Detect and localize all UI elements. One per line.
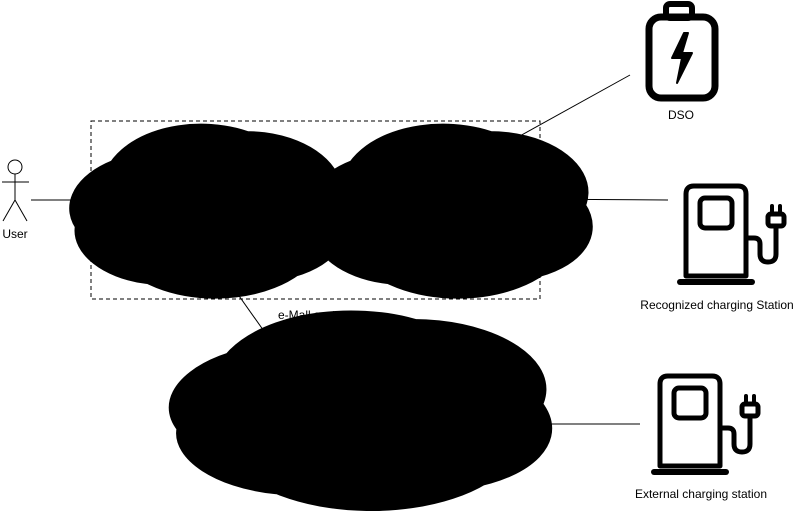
cpms-cloud: e-Mall CPMS [376,165,524,258]
external-cpms-label-line1: external CPMS [305,385,386,399]
emsp-cloud: e-Mall eMSP [136,165,280,258]
ev-charging-station-icon [680,186,784,282]
system-boundary-label: e-Mall system [278,308,352,322]
external-cpms-cloud: external CPMS providers [261,357,460,464]
battery-charging-icon [645,1,719,102]
cpms-label: e-Mall CPMS [405,192,476,206]
external-cpms-label-line2: providers [320,401,369,415]
external-station-label: External charging station [635,487,767,501]
recognized-station-label: Recognized charging Station [640,298,793,312]
user-actor-icon [2,159,29,222]
ev-charging-station-icon [654,376,758,472]
emsp-label: e-Mall eMSP [165,192,234,206]
user-label: User [2,227,27,241]
dso-label: DSO [668,108,694,122]
